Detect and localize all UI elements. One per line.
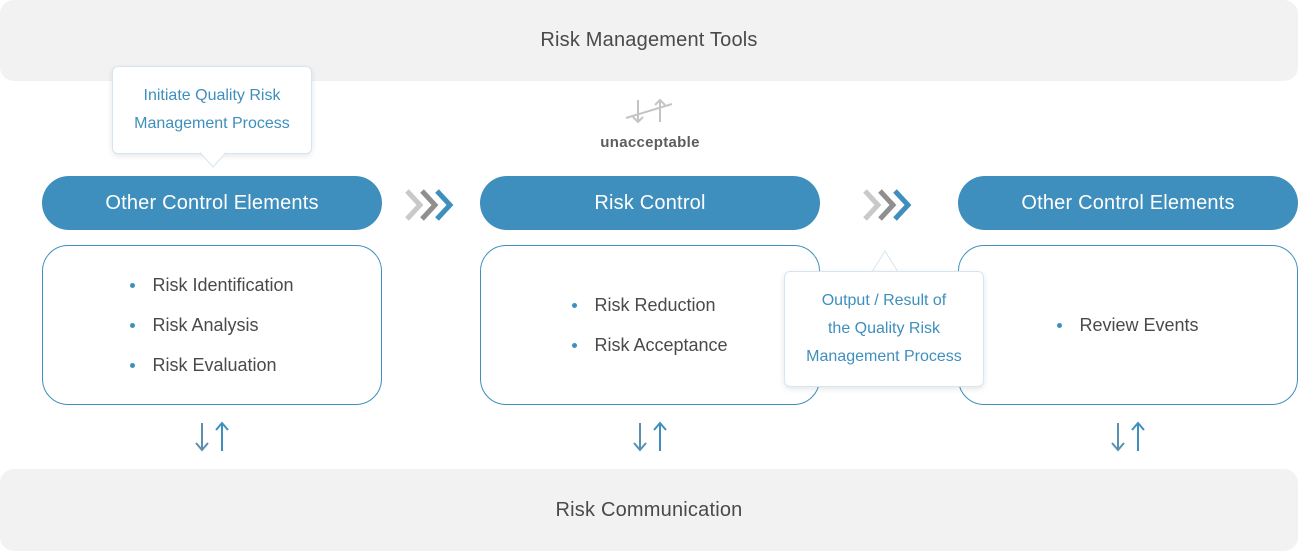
bullet-list: Risk Identification Risk Analysis Risk E…	[130, 265, 294, 385]
initiate-process-callout: Initiate Quality Risk Management Process	[112, 66, 312, 154]
bidirectional-arrow-icon	[633, 421, 667, 452]
risk-control-header: Risk Control	[480, 176, 820, 230]
callout-line: Management Process	[806, 348, 962, 365]
output-result-callout: Output / Result of the Quality Risk Mana…	[784, 271, 984, 387]
column-title: Other Control Elements	[105, 191, 319, 214]
list-item: Risk Evaluation	[130, 345, 293, 385]
bullet-list: Review Events	[1057, 305, 1199, 345]
callout-line: Output / Result of	[821, 292, 947, 309]
callout-tail	[872, 250, 898, 273]
list-item: Risk Reduction	[572, 285, 727, 325]
chevron-right-icon	[863, 189, 912, 221]
chevron-right-icon	[405, 189, 454, 221]
risk-management-tools-label: Risk Management Tools	[540, 29, 758, 51]
callout-line: Management Process	[134, 115, 290, 132]
other-control-elements-header-left: Other Control Elements	[42, 176, 382, 230]
column-title: Other Control Elements	[1021, 191, 1235, 214]
risk-communication-label: Risk Communication	[555, 498, 743, 521]
bullet-list: Risk Reduction Risk Acceptance	[572, 285, 728, 365]
risk-control-box: Risk Reduction Risk Acceptance	[480, 245, 820, 405]
callout-line: Initiate Quality Risk	[143, 87, 281, 104]
callout-line: the Quality Risk	[827, 320, 941, 337]
list-item: Review Events	[1057, 305, 1199, 345]
bidirectional-arrow-icon	[195, 421, 229, 452]
unacceptable-loop-icon	[625, 98, 673, 124]
bidirectional-arrow-icon	[1111, 421, 1145, 452]
other-control-elements-header-right: Other Control Elements	[958, 176, 1298, 230]
list-item: Risk Analysis	[130, 305, 293, 345]
callout-tail	[200, 152, 226, 168]
unacceptable-label: unacceptable	[600, 134, 700, 151]
list-item: Risk Acceptance	[572, 325, 728, 365]
other-control-elements-box-right: Review Events	[958, 245, 1298, 405]
other-control-elements-box-left: Risk Identification Risk Analysis Risk E…	[42, 245, 382, 405]
risk-communication-band: Risk Communication	[0, 469, 1298, 551]
column-title: Risk Control	[594, 191, 706, 214]
list-item: Risk Identification	[130, 265, 294, 305]
